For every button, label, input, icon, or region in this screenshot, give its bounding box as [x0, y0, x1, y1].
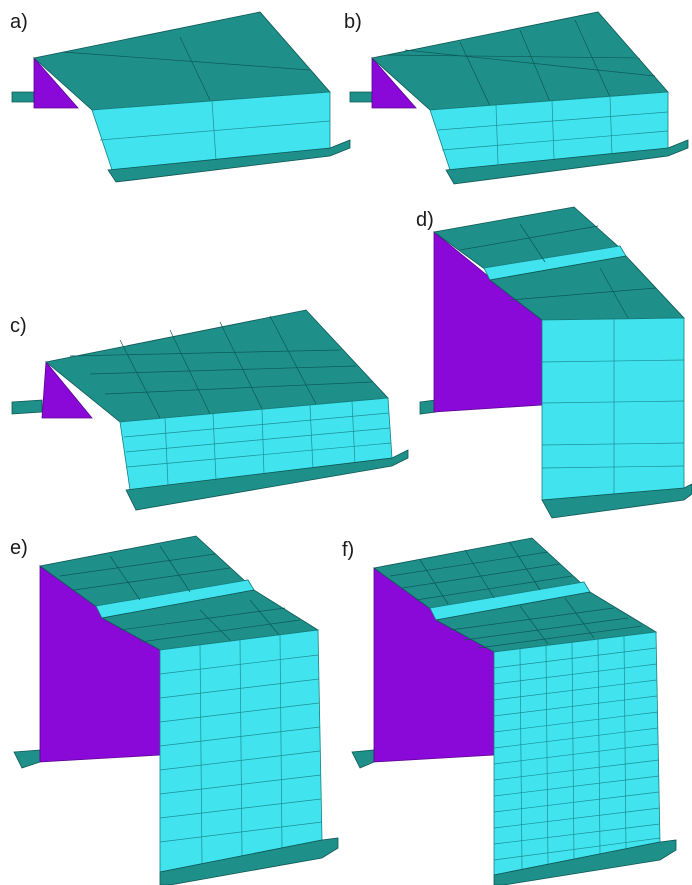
web-mesh [123, 400, 392, 486]
panel-label-e: e) [10, 537, 28, 559]
panel-label-d: d) [416, 209, 434, 231]
bottom-flange [493, 839, 677, 885]
left-flange [349, 91, 373, 103]
panel-a: a) [10, 11, 351, 183]
web-mesh [493, 635, 661, 871]
web-mesh [99, 100, 331, 161]
top-mesh [69, 315, 373, 419]
bottom-flange [541, 483, 692, 519]
web-mesh [437, 96, 669, 165]
bottom-flange [445, 139, 689, 185]
panel-f: f) [342, 537, 677, 885]
panel-label-b: b) [344, 11, 362, 33]
bottom-flange [159, 837, 339, 885]
panel-b: b) [344, 11, 689, 185]
panel-label-f: f) [342, 539, 354, 561]
left-flange [11, 399, 43, 415]
bottom-flange [125, 449, 409, 511]
panel-label-a: a) [10, 11, 28, 33]
top-mesh [387, 19, 656, 107]
web-face [493, 631, 661, 876]
end-face [371, 56, 417, 109]
top-mesh [59, 545, 301, 643]
panel-c: c) [10, 309, 409, 511]
end-face [41, 360, 93, 419]
web-mesh [159, 634, 323, 865]
web-face [541, 317, 685, 501]
left-flange [13, 749, 41, 769]
web-mesh [541, 319, 685, 495]
top-mesh [62, 36, 311, 101]
left-flange [351, 749, 375, 769]
bottom-flange [107, 139, 351, 183]
panel-d: d) [416, 206, 692, 519]
panel-e: e) [10, 535, 339, 885]
end-face [33, 56, 79, 109]
top-mesh [389, 542, 643, 649]
panel-label-c: c) [10, 315, 27, 337]
top-mesh [459, 223, 657, 319]
left-flange [11, 91, 35, 103]
